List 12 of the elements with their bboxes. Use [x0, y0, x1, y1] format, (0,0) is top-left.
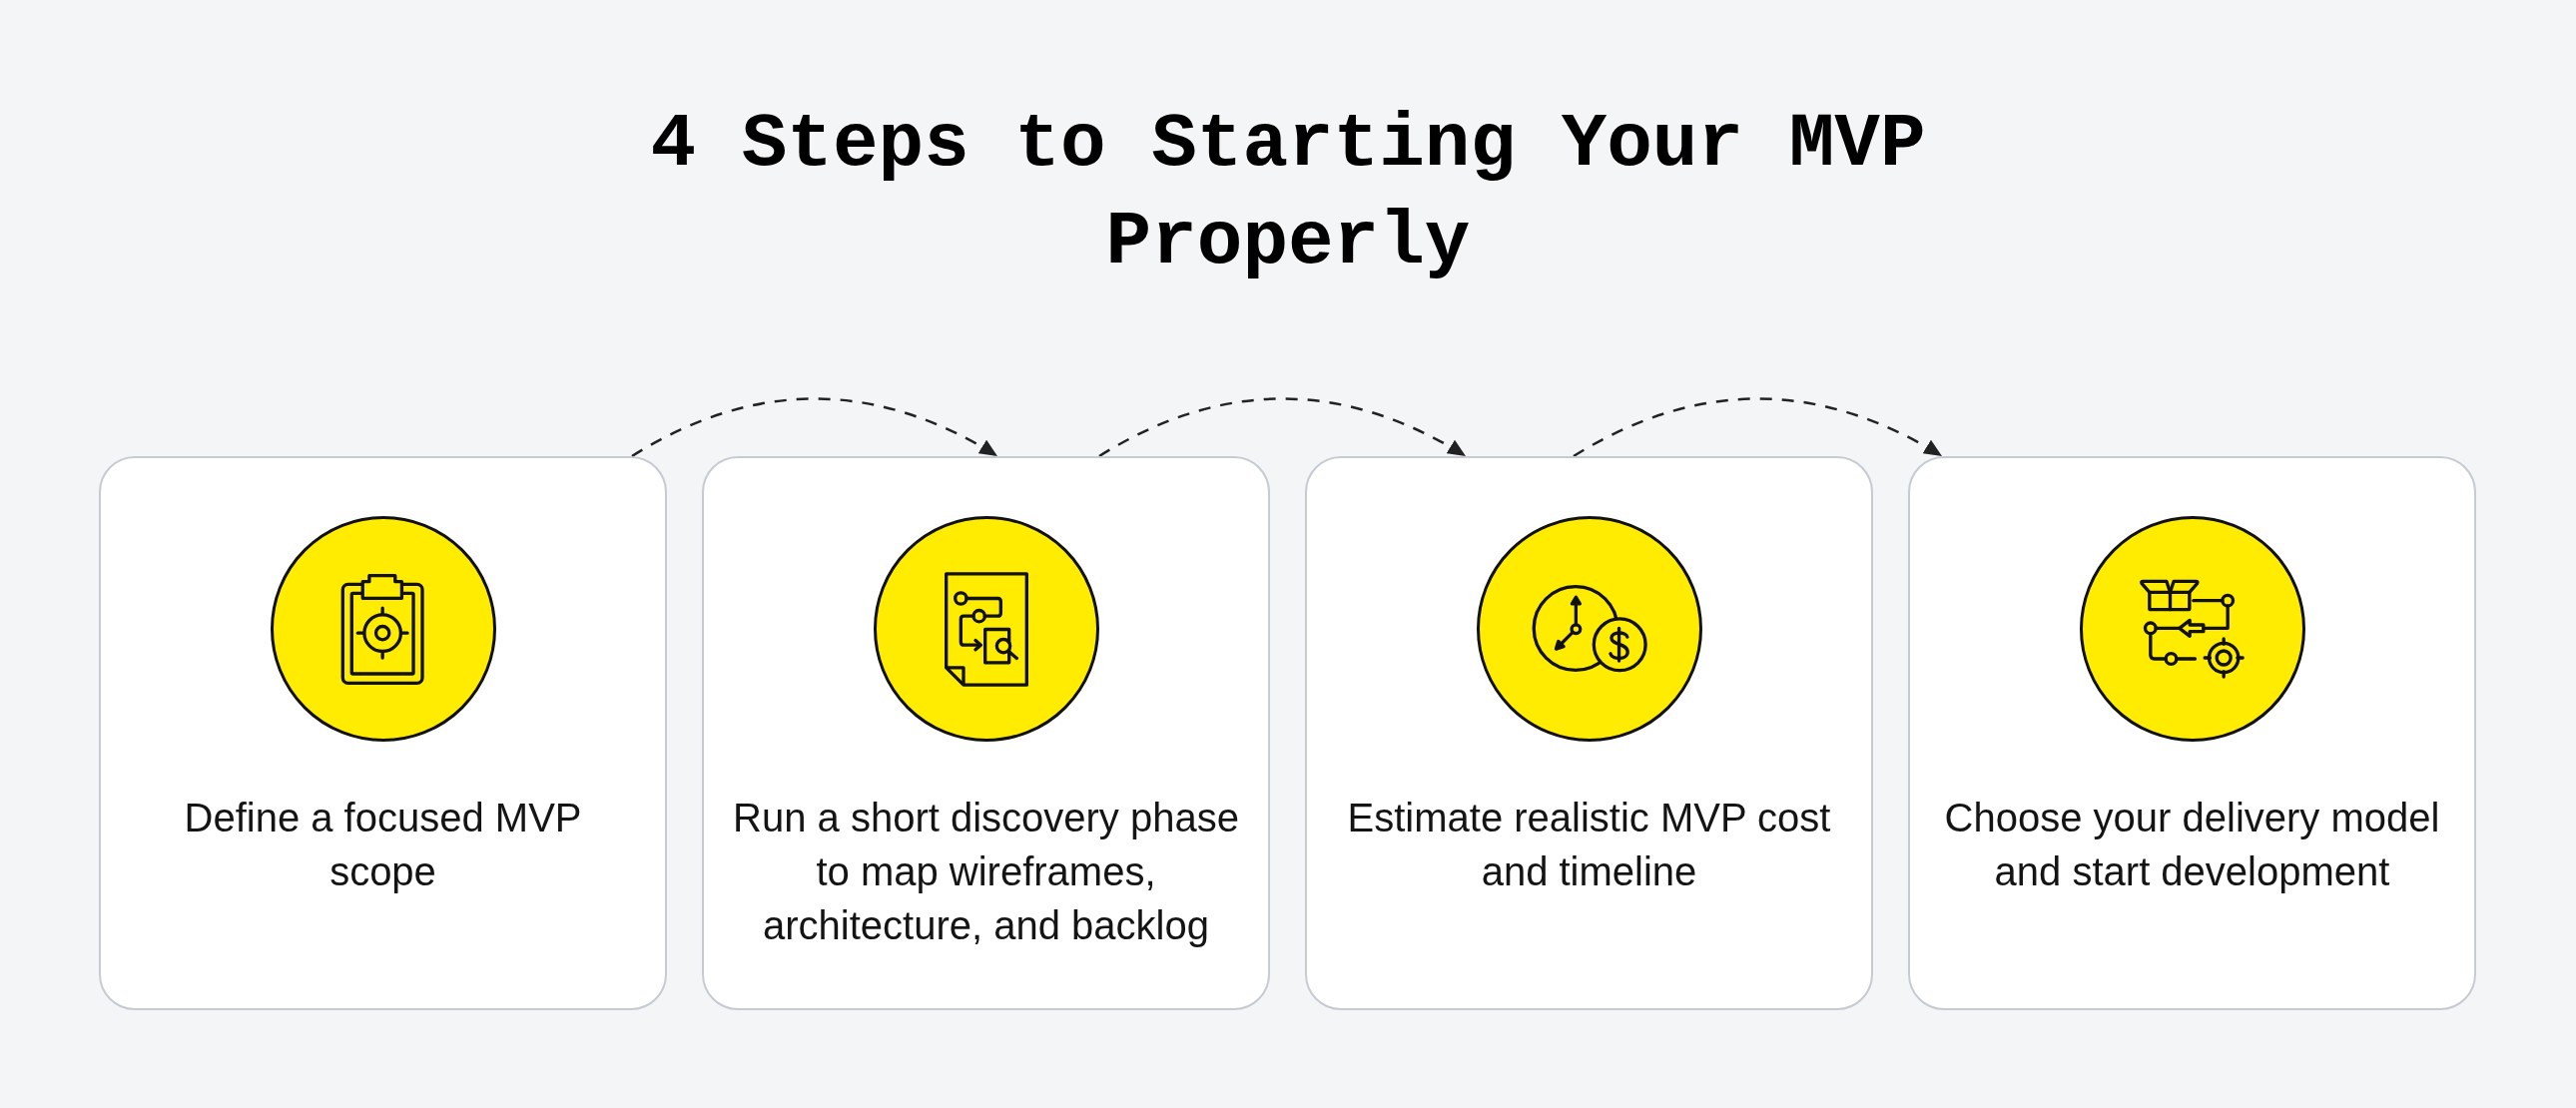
title: 4 Steps to Starting Your MVP Properly: [649, 101, 1927, 287]
step-text: Estimate realistic MVP cost and timeline: [1346, 795, 1832, 895]
step-card: [702, 456, 1270, 1010]
step-card: [99, 456, 667, 1010]
step-card: [1908, 456, 2476, 1010]
dashed-arrow: [631, 397, 998, 458]
dashed-arrow: [1098, 397, 1467, 458]
step-text: Define a focused MVP scope: [183, 795, 583, 895]
step-card: [1305, 456, 1873, 1010]
dashed-arrow: [1573, 397, 1943, 458]
step-text: Choose your delivery model and start development: [1943, 795, 2441, 895]
step-text: Run a short discovery phase to map wireframes, architecture, and backlog: [732, 795, 1240, 949]
